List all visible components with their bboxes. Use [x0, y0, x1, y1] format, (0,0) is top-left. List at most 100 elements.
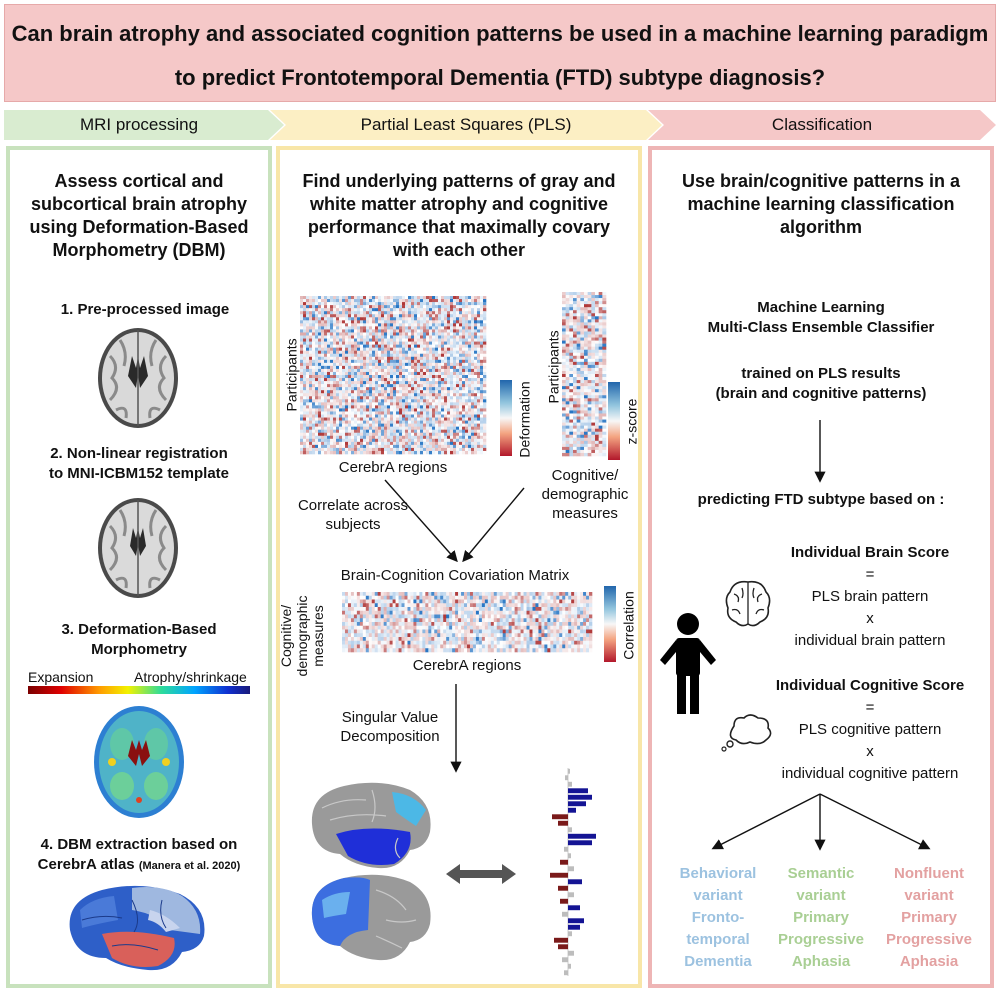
matrix-cell [399, 326, 403, 330]
matrix-cell [474, 435, 478, 440]
matrix-cell [484, 629, 489, 634]
matrix-cell [477, 317, 481, 321]
matrix-cell [426, 393, 430, 397]
matrix-cell [602, 389, 607, 393]
matrix-cell [369, 329, 373, 333]
matrix-cell [306, 305, 310, 309]
matrix-cell [471, 314, 475, 318]
matrix-cell [586, 618, 590, 623]
matrix-cell [375, 396, 379, 400]
matrix-cell [426, 368, 430, 373]
matrix-cell [402, 384, 406, 388]
matrix-cell [544, 614, 548, 619]
matrix-cell [577, 629, 581, 634]
matrix-cell [384, 417, 388, 421]
matrix-cell [459, 320, 463, 324]
matrix-cell [598, 334, 603, 338]
matrix-cell [381, 311, 385, 315]
matrix-cell [366, 341, 370, 345]
matrix-cell [408, 387, 412, 391]
matrix-cell [330, 381, 334, 385]
matrix-cell [432, 350, 436, 355]
matrix-cell [428, 633, 432, 638]
matrix-cell [396, 414, 400, 418]
matrix-cell [438, 353, 442, 358]
matrix-cell [441, 432, 445, 437]
matrix-cell [461, 622, 465, 627]
matrix-cell [450, 417, 454, 421]
matrix-cell [520, 595, 524, 600]
matrix-cell [387, 450, 391, 455]
matrix-cell [300, 405, 304, 409]
matrix-cell [441, 299, 445, 303]
matrix-cell [351, 414, 355, 418]
matrix-cell [562, 607, 566, 612]
matrix-cell [450, 423, 454, 427]
matrix-cell [565, 298, 570, 302]
matrix-cell [432, 368, 436, 373]
matrix-cell [587, 358, 592, 363]
matrix-cell [438, 302, 442, 306]
matrix-cell [464, 592, 468, 597]
matrix-cell [402, 387, 406, 391]
matrix-cell [538, 614, 542, 619]
matrix-cell [576, 419, 581, 423]
matrix-cell [583, 633, 587, 638]
matrix-cell [602, 404, 607, 408]
matrix-cell [399, 323, 403, 327]
matrix-cell [589, 595, 593, 600]
matrix-cell [336, 344, 340, 348]
matrix-cell [318, 320, 322, 324]
matrix-cell [438, 399, 442, 403]
matrix-cell [339, 347, 343, 351]
matrix-cell [324, 320, 328, 324]
matrix-cell [420, 393, 424, 397]
matrix-cell [441, 311, 445, 315]
matrix-cell [374, 625, 379, 630]
matrix-cell [591, 437, 596, 442]
matrix-cell [573, 292, 577, 296]
matrix-cell [393, 320, 397, 324]
matrix-cell [354, 384, 358, 388]
matrix-cell [351, 438, 355, 443]
matrix-cell [381, 347, 385, 351]
matrix-cell [321, 414, 325, 418]
matrix-cell [411, 441, 415, 446]
matrix-cell [390, 411, 394, 415]
matrix-cell [426, 341, 430, 345]
matrix-cell [399, 402, 403, 406]
matrix-cell [411, 438, 415, 443]
matrix-cell [375, 368, 379, 373]
matrix-cell [417, 435, 421, 440]
matrix-cell [375, 378, 379, 382]
matrix-cell [478, 622, 483, 627]
matrix-cell [405, 408, 409, 412]
matrix-cell [598, 310, 603, 314]
matrix-cell [390, 426, 394, 430]
matrix-cell [410, 622, 414, 627]
matrix-cell [405, 353, 409, 358]
matrix-cell [354, 393, 358, 397]
matrix-cell [324, 353, 328, 358]
matrix-cell [584, 319, 588, 323]
matrix-cell [468, 420, 472, 424]
matrix-cell [517, 610, 521, 615]
matrix-cell [365, 633, 370, 638]
matrix-cell [580, 422, 585, 426]
matrix-cell [586, 614, 590, 619]
matrix-cell [309, 335, 313, 339]
matrix-cell [478, 637, 483, 642]
matrix-cell [396, 441, 400, 446]
matrix-cell [450, 384, 454, 388]
matrix-cell [541, 625, 545, 630]
matrix-cell [565, 313, 570, 317]
matrix-cell [432, 317, 436, 321]
matrix-cell [565, 358, 570, 363]
matrix-cell [569, 340, 574, 344]
matrix-cell [399, 396, 403, 400]
matrix-cell [381, 396, 385, 400]
matrix-cell [511, 629, 515, 634]
matrix-cell [480, 432, 484, 437]
matrix-cell [324, 305, 328, 309]
matrix-cell [447, 332, 451, 336]
